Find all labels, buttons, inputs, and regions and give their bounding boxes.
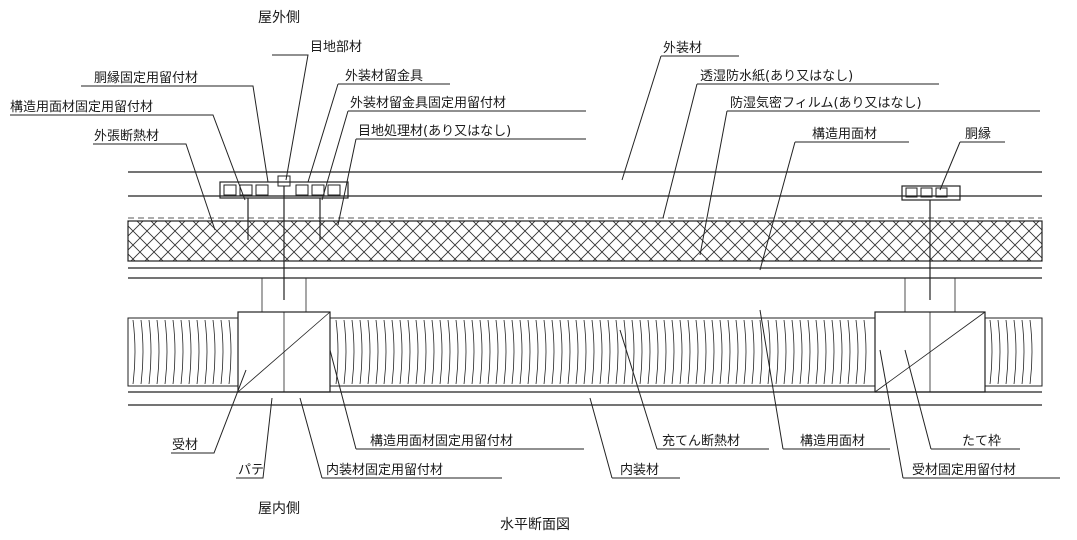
interior-finish-layer (128, 391, 1042, 406)
stud-right (874, 278, 986, 393)
label-furring-fastener: 胴縁固定用留付材 (94, 70, 198, 86)
label-vapor-film: 防湿気密フィルム(あり又はなし) (730, 95, 922, 111)
furring-clip-right (901, 185, 961, 300)
label-exterior-material: 外装材 (663, 41, 702, 56)
fill-insulation-left (127, 317, 239, 387)
label-interior-fastener: 内装材固定用留付材 (326, 462, 443, 478)
fill-insulation-middle (329, 317, 876, 387)
label-clip-fastener: 外装材留金具固定用留付材 (350, 95, 506, 111)
diagram-caption: 水平断面図 (500, 517, 570, 533)
label-structural-panel-bottom: 構造用面材 (800, 434, 865, 449)
inside-side-label: 屋内側 (258, 501, 300, 517)
exterior-insulation-layer (127, 220, 1043, 262)
stud-left (237, 278, 331, 393)
leader-lines (10, 54, 1060, 479)
outside-side-label: 屋外側 (258, 10, 300, 26)
fill-insulation-right (984, 317, 1043, 387)
furring-clip-left (219, 175, 349, 300)
label-receiving-member: 受材 (172, 438, 198, 453)
label-structural-panel-fastener-bottom: 構造用面材固定用留付材 (370, 434, 513, 449)
label-receiving-fastener: 受材固定用留付材 (912, 463, 1016, 478)
label-furring: 胴縁 (965, 126, 991, 142)
label-joint-treatment: 目地処理材(あり又はなし) (358, 124, 511, 139)
label-putty: パテ (238, 463, 264, 478)
label-interior-material: 内装材 (620, 462, 659, 478)
exterior-cladding-layer (128, 171, 1042, 197)
label-stud: たて枠 (962, 434, 1001, 449)
label-fill-insulation: 充てん断熱材 (662, 433, 740, 449)
label-cladding-clip: 外装材留金具 (345, 68, 423, 84)
label-breathable-paper: 透湿防水紙(あり又はなし) (700, 68, 853, 84)
label-structural-panel-top: 構造用面材 (812, 127, 877, 142)
structural-panel-layer (128, 267, 1042, 279)
label-joint-material: 目地部材 (310, 40, 362, 55)
label-exterior-insulation: 外張断熱材 (94, 129, 159, 144)
label-structural-panel-fastener-top: 構造用面材固定用留付材 (10, 100, 153, 115)
